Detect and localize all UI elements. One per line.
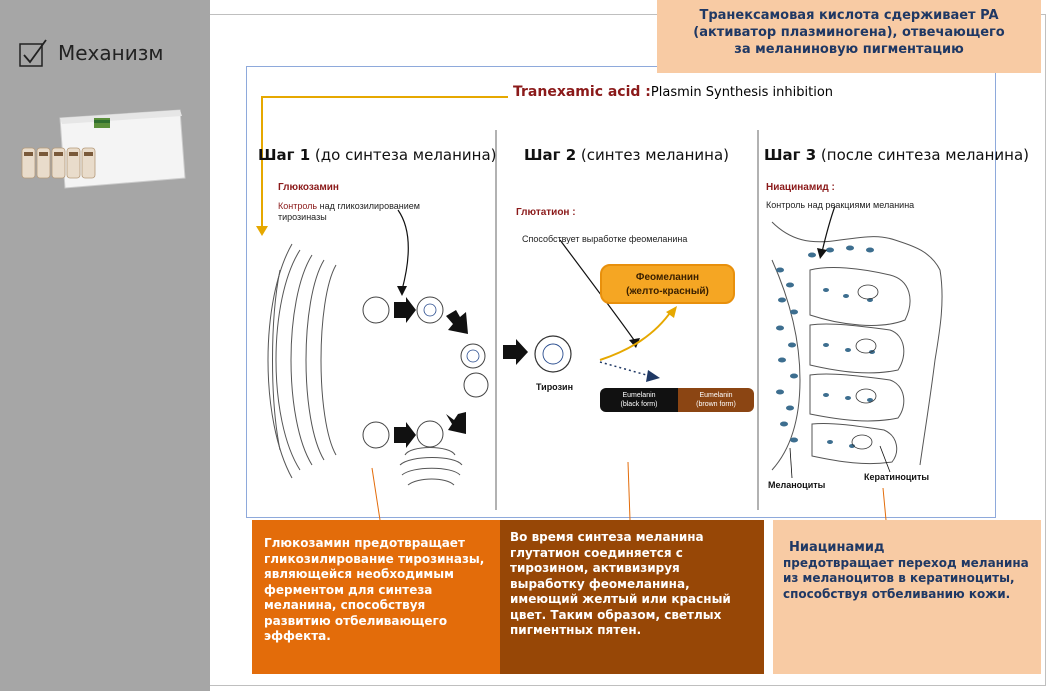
step-1-desc: (до синтеза меланина) — [310, 146, 497, 164]
glucosamine-label: Глюкозамин — [278, 182, 339, 193]
vesicles — [362, 296, 489, 449]
sidebar: Механизм — [0, 0, 210, 691]
keratinocytes-label: Кератиноциты — [864, 472, 930, 482]
glucosamine-explanation: Глюкозамин предотвращает гликозилировани… — [252, 520, 500, 674]
eumelanin-brown-badge: Eumelanin (brown form) — [678, 388, 754, 412]
eumelanin-black-line1: Eumelanin — [622, 392, 656, 399]
step-2-heading: Шаг 2 (синтез меланина) — [524, 146, 729, 164]
pheomelanin-arrow — [599, 309, 673, 361]
keratinocytes-pointer — [879, 445, 891, 473]
product-box-image — [21, 109, 186, 189]
glutathione-note: Способствует выработке феомеланина — [522, 234, 688, 244]
tranexamic-effect: Plasmin Synthesis inhibition — [650, 85, 834, 100]
eumelanin-black-line2: (black form) — [620, 401, 658, 408]
glutathione-label: Глютатион : — [516, 207, 576, 218]
tyrosine-block-arrow — [503, 339, 528, 365]
step1-block-arrows — [394, 297, 468, 448]
step-1-number: Шаг 1 — [258, 146, 311, 164]
step-3-heading: Шаг 3 (после синтеза меланина) — [764, 146, 1029, 164]
niacinamide-explanation-bold: Ниацинамид — [789, 540, 885, 555]
niacinamide-note: Контроль над реакциями меланина — [766, 200, 915, 210]
endoplasmic-reticulum — [267, 243, 337, 479]
vesicle-contents — [423, 303, 480, 363]
pheomelanin-line1: Феомеланин — [635, 272, 700, 283]
section-title: Механизм — [58, 41, 164, 65]
eumelanin-brown-line1: Eumelanin — [699, 392, 733, 399]
checkbox-checked-icon — [19, 39, 47, 67]
step-3-desc: (после синтеза меланина) — [816, 146, 1030, 164]
step-2-desc: (синтез меланина) — [576, 146, 730, 164]
niacinamide-label: Ниацинамид : — [766, 182, 835, 193]
tranexamic-banner: Транексамовая кислота сдерживает PA (акт… — [657, 0, 1041, 73]
melanocytes-pointer — [789, 447, 793, 479]
glucosamine-explanation-text: предотвращает гликозилирование тирозиназ… — [264, 536, 485, 643]
banner-line-3: за меланиновую пигментацию — [734, 42, 964, 57]
tranexamic-heading: Tranexamic acid :Plasmin Synthesis inhib… — [513, 84, 833, 100]
golgi — [399, 447, 463, 486]
eumelanin-dashed-arrow — [599, 361, 651, 377]
banner-line-2: (активатор плазминогена), отвечающего — [693, 25, 1005, 40]
banner-line-1: Транексамовая кислота сдерживает PA — [699, 8, 999, 23]
leader-line-1 — [371, 467, 381, 521]
glutathione-explanation: Во время синтеза меланина глутатион соед… — [500, 520, 764, 674]
eumelanin-brown-line2: (brown form) — [696, 401, 736, 408]
pheomelanin-line2: (желто-красный) — [626, 286, 709, 297]
melanocytes-label: Меланоциты — [768, 480, 826, 490]
tyrosine-label: Тирозин — [536, 382, 574, 392]
leader-line-3 — [882, 487, 887, 521]
melanosomes — [776, 245, 875, 448]
skin-layers — [771, 221, 943, 471]
pheomelanin-badge: Феомеланин (желто-красный) — [600, 264, 735, 304]
niacinamide-pointer — [821, 205, 836, 253]
glucosamine-note: Контроль над гликозилированием тирозиназ… — [278, 201, 420, 223]
tranexamic-arrow — [261, 96, 508, 228]
glutathione-explanation-bold: глутатион — [510, 545, 580, 560]
glutathione-explanation-text1: Во время синтеза меланина — [510, 530, 704, 544]
glucosamine-note-line2: тирозиназы — [278, 212, 327, 222]
glutathione-explanation-text2: соединяется с тирозином, активизируя выр… — [510, 545, 731, 638]
keratinocyte-nuclei — [851, 284, 879, 450]
eumelanin-black-badge: Eumelanin (black form) — [600, 388, 678, 412]
tyrosine-cell — [534, 335, 572, 373]
leader-line-2 — [627, 461, 631, 521]
tranexamic-arrow-head — [256, 226, 268, 236]
glucosamine-note-control: Контроль — [278, 201, 318, 211]
glucosamine-pointer — [397, 209, 409, 291]
step-1-heading: Шаг 1 (до синтеза меланина) — [258, 146, 497, 164]
tranexamic-label: Tranexamic acid : — [513, 84, 651, 100]
glucosamine-note-rest: над гликозилированием — [317, 201, 420, 211]
slide-frame — [210, 14, 1046, 686]
step-3-number: Шаг 3 — [764, 146, 817, 164]
glucosamine-explanation-bold: Глюкозамин — [264, 536, 351, 550]
section-heading: Механизм — [18, 38, 163, 68]
step-2-number: Шаг 2 — [524, 146, 577, 164]
niacinamide-explanation-text: предотвращает переход меланина из мелано… — [783, 555, 1029, 601]
